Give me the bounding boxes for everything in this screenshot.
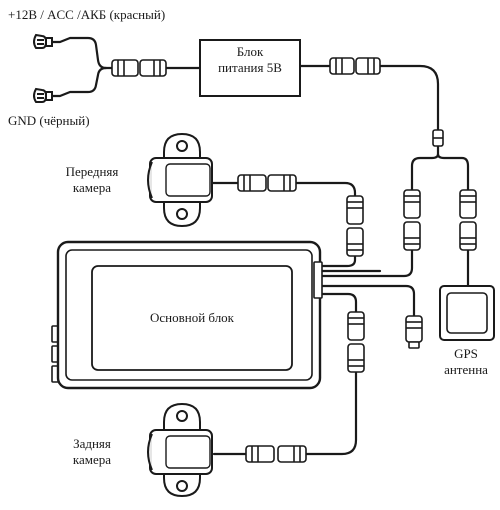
gps-antenna	[439, 285, 495, 341]
connector-box-to-splitter	[329, 57, 381, 75]
wire-branch-to-main	[316, 248, 414, 278]
front-camera-label: Передняя камера	[42, 164, 142, 196]
main-unit-label: Основной блок	[149, 310, 234, 325]
connector-front-camera-vertical	[346, 195, 364, 257]
ground-wire	[48, 66, 108, 98]
front-camera	[147, 132, 213, 228]
cable-splitter	[432, 129, 444, 147]
connector-left-branch	[403, 189, 421, 251]
wire-main-lower-plug	[316, 284, 416, 318]
rear-camera-label-line1: Задняя	[73, 436, 111, 451]
connector-gps-branch	[459, 189, 477, 251]
power-wire	[48, 36, 108, 70]
power-wire-label: +12В / ACC /АКБ (красный)	[8, 7, 166, 22]
spare-plug	[405, 315, 423, 349]
connector-rear-camera-vertical	[347, 311, 365, 373]
power-box-label: Блок питания 5В	[200, 44, 300, 76]
power-supply-box	[199, 39, 301, 97]
ground-wire-label: GND (чёрный)	[8, 113, 90, 128]
connector-front-camera	[237, 174, 297, 192]
gps-label-line1: GPS	[454, 346, 478, 361]
connector-rear-camera	[245, 445, 307, 463]
wire-power-box-to-splitter	[298, 64, 440, 132]
wire-front-camera	[210, 181, 357, 268]
rear-camera	[147, 402, 213, 498]
gps-label: GPS антенна	[436, 346, 496, 378]
front-camera-label-line2: камера	[72, 180, 112, 195]
rear-camera-label: Задняя камера	[42, 436, 142, 468]
power-fork-terminal	[33, 33, 53, 49]
power-box-label-line2: питания 5В	[218, 60, 282, 75]
wire-rear-camera	[212, 292, 358, 456]
main-unit	[51, 240, 323, 390]
rear-camera-label-line2: камера	[72, 452, 112, 467]
front-camera-label-line1: Передняя	[65, 164, 119, 179]
power-box-label-line1: Блок	[236, 44, 264, 59]
ground-fork-terminal	[33, 87, 53, 103]
wire-splitter-branches	[410, 144, 470, 192]
gps-label-line2: антенна	[444, 362, 488, 377]
connector-fork-to-box	[111, 59, 167, 77]
